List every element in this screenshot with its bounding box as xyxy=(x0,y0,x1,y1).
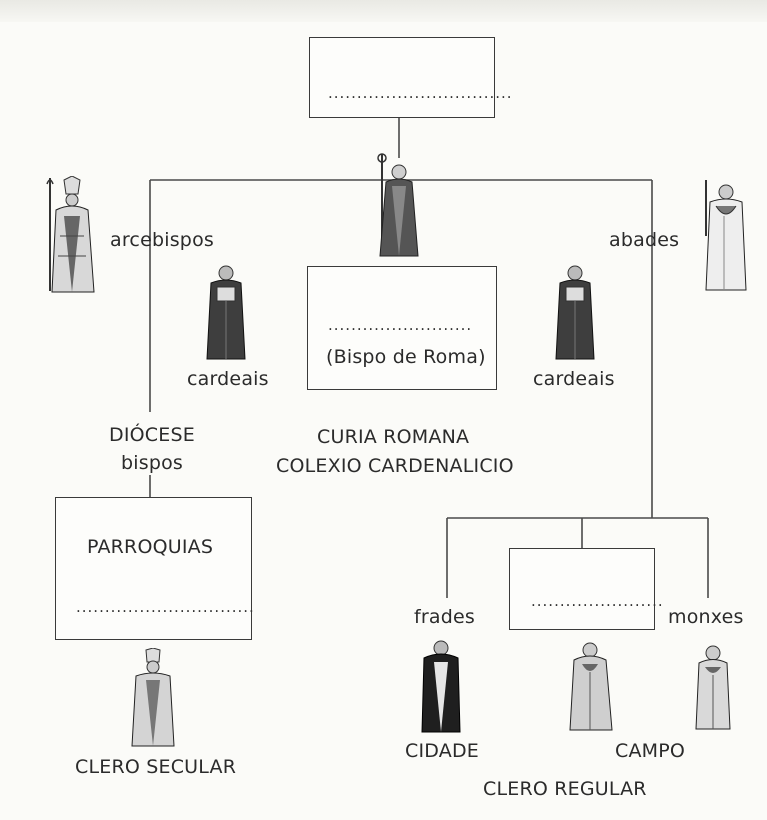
label-abades: abades xyxy=(609,229,680,251)
monk-figure xyxy=(569,642,613,731)
top-box-pope xyxy=(309,37,495,118)
parroquias-box xyxy=(55,497,252,640)
label-diocese: DIÓCESE xyxy=(109,424,195,446)
label-clero-secular: CLERO SECULAR xyxy=(75,756,237,778)
label-cidade: CIDADE xyxy=(405,740,479,762)
cardinal-figure-left xyxy=(206,265,246,360)
regular-clergy-blank: ....................... xyxy=(531,592,664,610)
monk-figure-right xyxy=(695,645,731,730)
parroquias-title: PARROQUIAS xyxy=(87,536,214,558)
label-arcebispos: arcebispos xyxy=(110,229,214,251)
top-box-blank: ................................ xyxy=(328,84,513,102)
label-clero-regular: CLERO REGULAR xyxy=(483,778,647,800)
label-bispos: bispos xyxy=(121,452,184,474)
center-box-text: (Bispo de Roma) xyxy=(326,346,486,368)
friar-figure xyxy=(421,640,461,733)
center-box-blank: ......................... xyxy=(328,316,473,334)
label-cardeais-left: cardeais xyxy=(187,368,269,390)
label-cardeais-right: cardeais xyxy=(533,368,615,390)
label-frades: frades xyxy=(414,606,475,628)
label-monxes: monxes xyxy=(668,606,744,628)
parroquias-blank: ............................... xyxy=(76,598,255,616)
label-campo: CAMPO xyxy=(615,740,686,762)
label-curia: CURIA ROMANA xyxy=(317,426,470,448)
cardinal-figure-right xyxy=(555,265,595,360)
pope-figure xyxy=(377,153,419,257)
scan-edge xyxy=(0,0,767,22)
abbot-figure xyxy=(705,180,747,291)
bishop-figure xyxy=(131,648,175,747)
center-box-pope xyxy=(307,266,497,390)
regular-clergy-box xyxy=(509,548,655,630)
archbishop-figure xyxy=(46,176,95,293)
label-colexio: COLEXIO CARDENALICIO xyxy=(276,455,514,477)
